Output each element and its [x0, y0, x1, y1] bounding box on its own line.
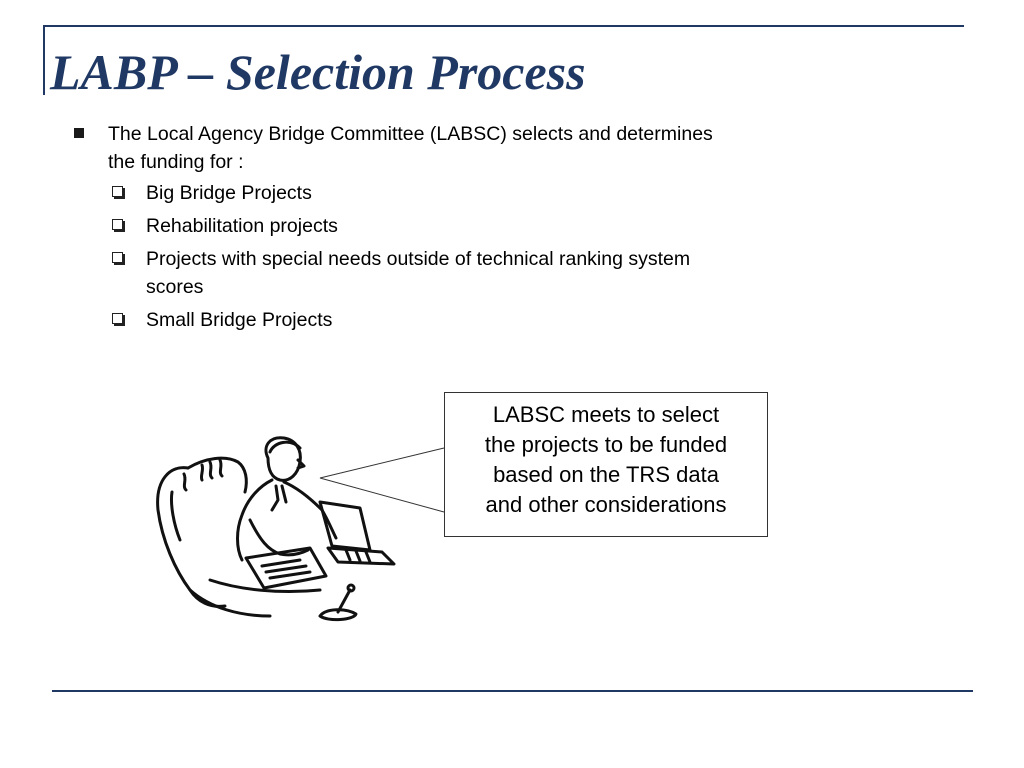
sub-bullet-text: Rehabilitation projects: [146, 215, 338, 237]
callout-line-2: the projects to be funded: [484, 432, 728, 457]
sub-bullet-item: Small Bridge Projects: [70, 306, 830, 334]
title-frame-left-rule: [43, 25, 45, 95]
speech-callout: LABSC meets to select the projects to be…: [444, 392, 768, 537]
main-bullet-line-1: The Local Agency Bridge Committee (LABSC…: [108, 123, 713, 145]
sub-bullet-text: Big Bridge Projects: [146, 182, 312, 204]
slide-title: LABP – Selection Process: [50, 44, 586, 100]
checkbox-bullet-icon: [112, 219, 123, 230]
checkbox-bullet-icon: [112, 313, 123, 324]
sub-bullet-text: Projects with special needs outside of t…: [146, 248, 691, 270]
main-bullet: The Local Agency Bridge Committee (LABSC…: [70, 120, 830, 176]
sub-bullet-item: Rehabilitation projects: [70, 212, 830, 240]
checkbox-bullet-icon: [112, 252, 123, 263]
main-bullet-line-2: the funding for :: [108, 151, 244, 173]
sub-bullet-item: Projects with special needs outside of t…: [70, 245, 830, 301]
sub-bullet-text: Small Bridge Projects: [146, 309, 333, 331]
callout-line-4: and other considerations: [485, 492, 727, 517]
sub-bullet-item: Big Bridge Projects: [70, 179, 830, 207]
man-at-desk-illustration: [156, 436, 396, 622]
footer-rule: [52, 690, 973, 692]
sub-bullet-list: Big Bridge Projects Rehabilitation proje…: [70, 179, 830, 334]
checkbox-bullet-icon: [112, 186, 123, 197]
slide-body: The Local Agency Bridge Committee (LABSC…: [70, 120, 830, 339]
title-frame-top-rule: [43, 25, 964, 27]
sub-bullet-text-continued: scores: [146, 276, 204, 298]
callout-line-3: based on the TRS data: [493, 462, 719, 487]
callout-line-1: LABSC meets to select: [492, 402, 720, 427]
square-bullet-icon: [74, 128, 84, 138]
